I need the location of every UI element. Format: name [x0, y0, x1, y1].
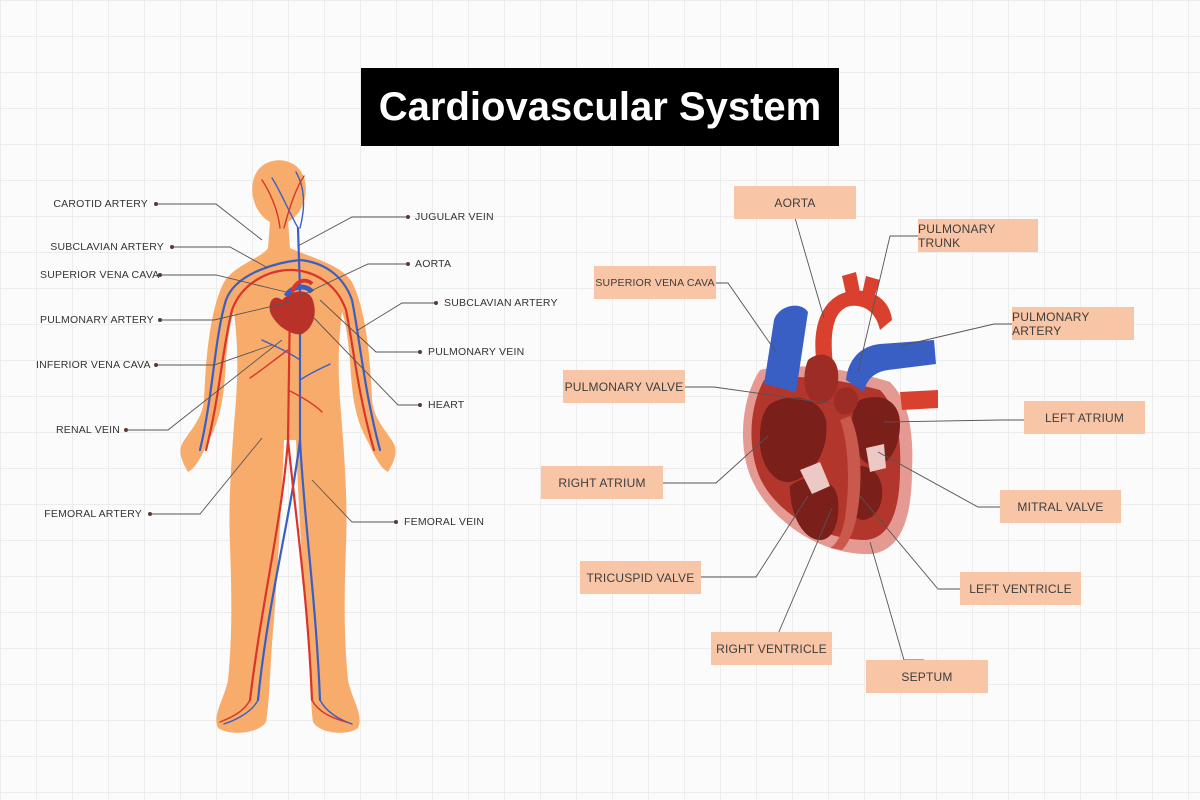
heart-label-left-atrium: LEFT ATRIUM	[1024, 401, 1145, 434]
human-body-figure	[180, 160, 396, 733]
body-label-subclavian-artery-right: SUBCLAVIAN ARTERY	[444, 297, 558, 309]
body-label-femoral-artery: FEMORAL ARTERY	[44, 508, 142, 520]
body-label-jugular-vein: JUGULAR VEIN	[415, 211, 494, 223]
body-label-pulmonary-artery: PULMONARY ARTERY	[40, 314, 154, 326]
body-label-femoral-vein: FEMORAL VEIN	[404, 516, 485, 528]
heart-label-aorta: AORTA	[734, 186, 856, 219]
body-label-renal-vein: RENAL VEIN	[55, 424, 120, 436]
veins	[198, 171, 382, 725]
body-heart	[269, 278, 315, 335]
body-label-dots	[124, 202, 438, 524]
heart-cross-section	[742, 272, 938, 555]
body-label-pulmonary-vein: PULMONARY VEIN	[428, 346, 525, 358]
heart-label-left-ventricle: LEFT VENTRICLE	[960, 572, 1081, 605]
body-label-inferior-vena-cava: INFERIOR VENA CAVA	[36, 359, 151, 371]
body-label-superior-vena-cava: SUPERIOR VENA CAVA	[40, 269, 160, 281]
body-label-carotid-artery: CAROTID ARTERY	[53, 198, 148, 210]
heart-label-pulmonary-artery: PULMONARY ARTERY	[1012, 307, 1134, 340]
heart-label-septum: SEPTUM	[866, 660, 988, 693]
body-label-subclavian-artery-left: SUBCLAVIAN ARTERY	[50, 241, 164, 253]
heart-label-right-atrium: RIGHT ATRIUM	[541, 466, 663, 499]
body-label-aorta: AORTA	[415, 258, 452, 270]
page-title: Cardiovascular System	[361, 68, 839, 146]
heart-label-pulmonary-valve: PULMONARY VALVE	[563, 370, 685, 403]
heart-label-superior-vena-cava: SUPERIOR VENA CAVA	[594, 266, 716, 299]
heart-label-right-ventricle: RIGHT VENTRICLE	[711, 632, 832, 665]
heart-label-tricuspid-valve: TRICUSPID VALVE	[580, 561, 701, 594]
body-label-heart: HEART	[428, 399, 465, 411]
body-leader-lines	[126, 203, 436, 523]
heart-label-pulmonary-trunk: PULMONARY TRUNK	[918, 219, 1038, 252]
arteries	[204, 175, 376, 723]
heart-label-mitral-valve: MITRAL VALVE	[1000, 490, 1121, 523]
